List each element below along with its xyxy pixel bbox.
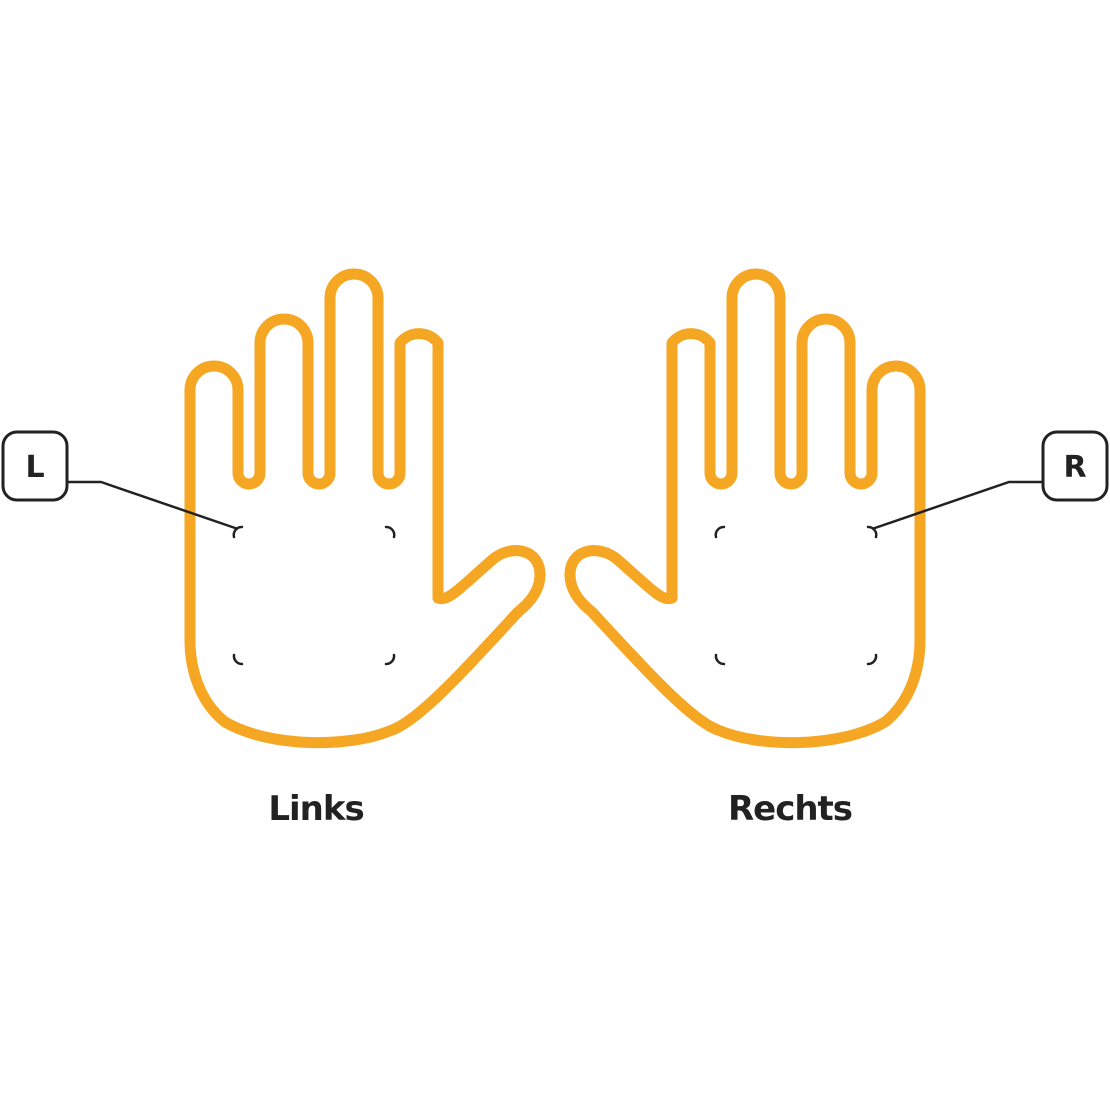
right-badge-letter: R [1063, 450, 1086, 485]
right-hand-outline [564, 268, 926, 749]
left-badge-letter: L [25, 450, 44, 485]
left-hand-outline [184, 268, 546, 749]
left-hand-caption: Links [268, 789, 363, 829]
right-hand: R Rechts [564, 268, 1109, 829]
left-palm-corner-mark [232, 525, 244, 539]
left-leader-line [67, 480, 239, 531]
left-hand: L Links [1, 268, 546, 829]
right-palm-corner-mark [866, 653, 878, 666]
left-badge [1, 430, 69, 502]
right-hand-caption: Rechts [728, 789, 852, 829]
right-badge [1041, 430, 1109, 502]
right-leader-line [871, 480, 1043, 531]
right-palm-corner-mark [714, 653, 726, 666]
left-palm-corner-mark [384, 525, 396, 539]
left-palm-corner-mark [384, 653, 396, 666]
left-palm-corner-mark [232, 653, 244, 666]
right-palm-corner-mark [866, 525, 878, 539]
right-palm-corner-mark [714, 525, 726, 539]
